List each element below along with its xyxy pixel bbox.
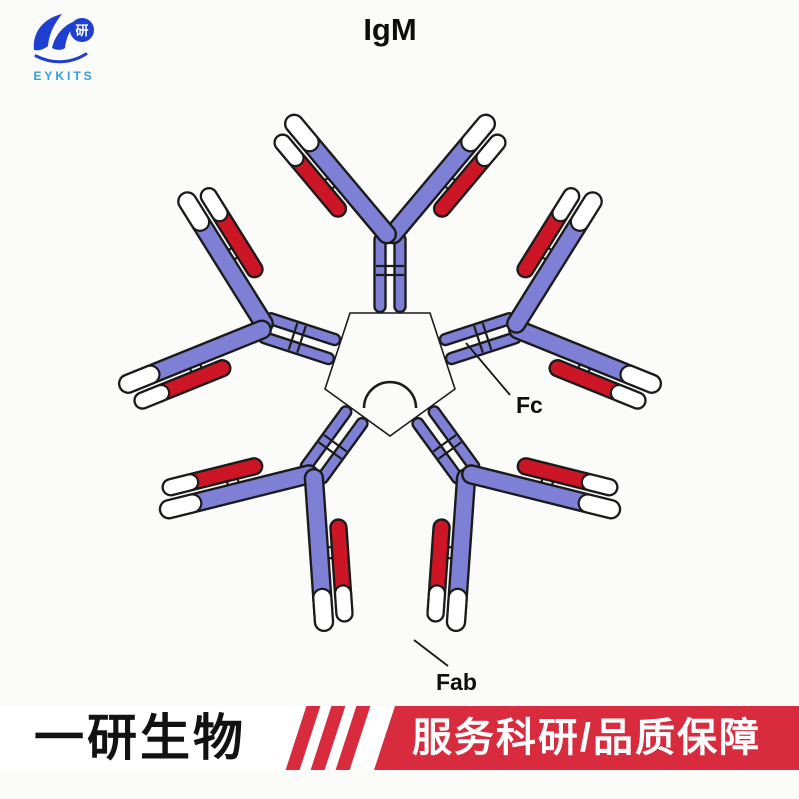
fab-label: Fab bbox=[436, 669, 477, 695]
antibody-monomer-top bbox=[266, 111, 514, 312]
banner-diagonal-stripes bbox=[285, 706, 371, 770]
banner-left-section: 一研生物 bbox=[0, 706, 296, 770]
logo-seal bbox=[70, 18, 94, 42]
logo-seal-glyph: 研 bbox=[75, 23, 88, 38]
fc-core-pentagon bbox=[324, 312, 456, 437]
banner-right-section: 服务科研/品质保障 bbox=[374, 706, 799, 770]
brand-logo: 研 EYKITS bbox=[33, 14, 94, 83]
j-chain-arc bbox=[362, 380, 418, 409]
banner-slogan: 服务科研/品质保障 bbox=[411, 716, 762, 760]
bottom-banner: 一研生物 服务科研/品质保障 bbox=[0, 706, 799, 770]
fc-label: Fc bbox=[516, 392, 543, 418]
brand-name: 一研生物 bbox=[34, 710, 246, 766]
igm-diagram: IgM Fc Fab bbox=[0, 12, 799, 695]
fc-pointer-line bbox=[465, 342, 511, 396]
fab-pointer-line bbox=[413, 639, 449, 667]
logo-hand-icon: 研 bbox=[33, 14, 94, 64]
diagram-title: IgM bbox=[363, 12, 416, 47]
logo-brand-text: EYKITS bbox=[33, 69, 94, 83]
